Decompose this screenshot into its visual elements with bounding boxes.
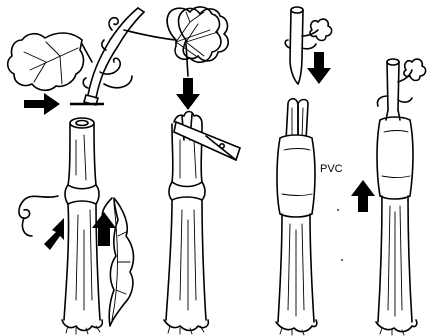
pvc-label: PVC — [320, 163, 343, 175]
stray-dot — [337, 209, 339, 211]
down-arrow-icon-1 — [176, 78, 200, 110]
right-arrow-icon — [24, 93, 60, 115]
grafting-knife — [174, 122, 240, 160]
down-arrow-icon-2 — [307, 52, 331, 84]
completed-graft — [376, 59, 426, 335]
up-arrow-icon-left — [44, 218, 64, 250]
up-arrow-icon-3 — [351, 180, 375, 212]
rootstock-trunk-3 — [276, 99, 317, 335]
stray-dot — [341, 259, 343, 261]
